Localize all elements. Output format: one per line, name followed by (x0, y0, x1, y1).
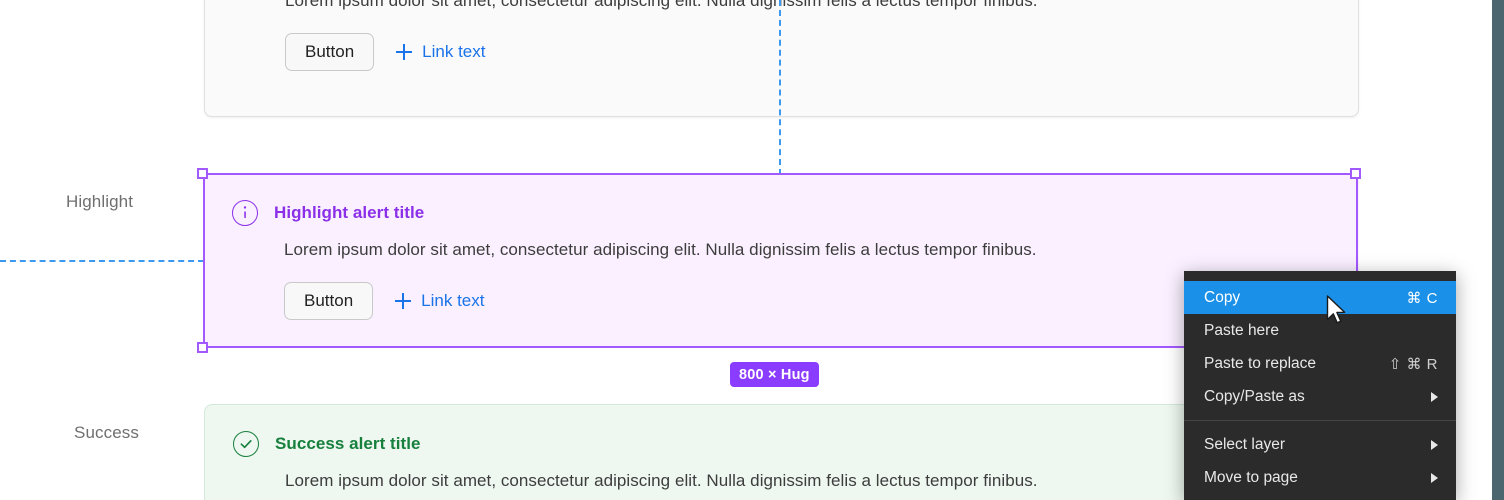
alert-header: Highlight alert title (232, 200, 1331, 226)
menu-item-shortcut: ⇧ ⌘ R (1388, 355, 1438, 373)
menu-item-copy[interactable]: Copy ⌘ C (1184, 281, 1456, 314)
alert-inner: Highlight alert title Lorem ipsum dolor … (204, 174, 1359, 350)
alert-inner: Success alert title Lorem ipsum dolor si… (205, 405, 1358, 500)
resize-handle-top-right[interactable] (1350, 168, 1361, 179)
alert-body-text: Lorem ipsum dolor sit amet, consectetur … (285, 471, 1038, 490)
check-circle-icon (233, 431, 259, 457)
chevron-right-icon (1431, 391, 1438, 402)
menu-item-label: Move to page (1204, 468, 1298, 486)
menu-item-label: Select layer (1204, 435, 1285, 453)
alert-card-neutral[interactable]: Lorem ipsum dolor sit amet, consectetur … (204, 0, 1359, 117)
menu-item-shortcut: ⌘ C (1406, 289, 1438, 307)
alert-link-label: Link text (422, 42, 486, 61)
menu-item-paste-to-replace[interactable]: Paste to replace ⇧ ⌘ R (1184, 347, 1456, 380)
plus-icon (395, 293, 412, 309)
chevron-right-icon (1431, 439, 1438, 450)
size-badge: 800 × Hug (730, 362, 819, 387)
row-label-success: Success (74, 423, 139, 442)
alert-body-text: Lorem ipsum dolor sit amet, consectetur … (284, 240, 1037, 259)
resize-handle-top-left[interactable] (197, 168, 208, 179)
alert-link[interactable]: Link text (395, 291, 484, 311)
alert-button[interactable]: Button (285, 33, 375, 71)
menu-item-label: Copy/Paste as (1204, 387, 1305, 405)
menu-separator (1184, 420, 1456, 421)
alert-title: Success alert title (275, 434, 421, 453)
alignment-guide-vertical (779, 0, 781, 175)
alert-body-text: Lorem ipsum dolor sit amet, consectetur … (285, 0, 1038, 10)
context-menu[interactable]: Copy ⌘ C Paste here Paste to replace ⇧ ⌘… (1184, 271, 1456, 500)
alert-button[interactable]: Button (284, 282, 374, 320)
menu-item-paste-here[interactable]: Paste here (1184, 314, 1456, 347)
menu-item-select-layer[interactable]: Select layer (1184, 428, 1456, 461)
menu-item-label: Paste to replace (1204, 354, 1317, 372)
selection-edge-line (1356, 173, 1358, 350)
alert-card-highlight[interactable]: Highlight alert title Lorem ipsum dolor … (204, 174, 1359, 348)
alert-actions: Button Link text (285, 33, 1330, 71)
menu-item-move-to-page[interactable]: Move to page (1184, 461, 1456, 494)
chevron-right-icon (1431, 472, 1438, 483)
alert-actions: Button Link text (284, 282, 1331, 320)
alert-title: Highlight alert title (274, 203, 425, 222)
resize-handle-bottom-left[interactable] (197, 342, 208, 353)
menu-item-copy-paste-as[interactable]: Copy/Paste as (1184, 380, 1456, 413)
alert-header: Success alert title (233, 431, 1330, 457)
menu-item-label: Paste here (1204, 321, 1279, 339)
alert-inner: Lorem ipsum dolor sit amet, consectetur … (205, 0, 1358, 101)
alert-link[interactable]: Link text (396, 42, 485, 62)
menu-item-label: Copy (1204, 288, 1241, 306)
alignment-guide-horizontal (0, 260, 204, 262)
info-circle-icon (232, 200, 258, 226)
plus-icon (396, 44, 413, 60)
alert-link-label: Link text (421, 291, 485, 310)
row-label-highlight: Highlight (66, 192, 134, 211)
right-edge-scrollbar[interactable] (1492, 0, 1504, 500)
